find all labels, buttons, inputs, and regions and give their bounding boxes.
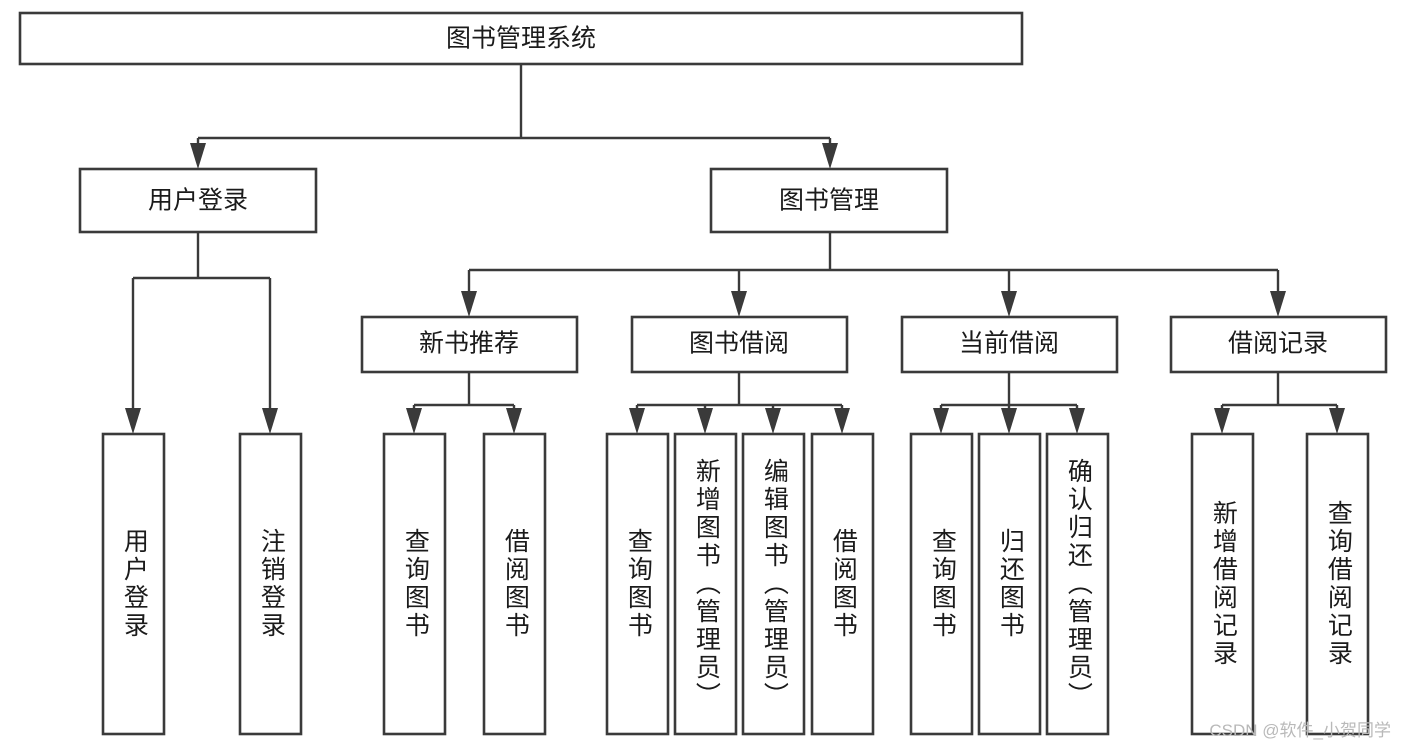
node-leaf-return-book-label: 归还图书 bbox=[996, 528, 1025, 640]
node-leaf-query-book-2[interactable]: 查询图书 bbox=[605, 432, 670, 736]
node-leaf-query-book-1-label: 查询图书 bbox=[401, 528, 430, 640]
arrow-to-new-book-recommend bbox=[461, 291, 477, 317]
node-leaf-confirm-return-box[interactable] bbox=[1045, 432, 1110, 736]
node-leaf-borrow-book-1-label: 借阅图书 bbox=[501, 528, 530, 640]
node-new-book-recommend-box[interactable] bbox=[360, 315, 579, 374]
node-leaf-user-logout-label: 注销登录 bbox=[257, 528, 286, 640]
node-leaf-query-book-1[interactable]: 查询图书 bbox=[382, 432, 447, 736]
node-leaf-add-record-box[interactable] bbox=[1190, 432, 1255, 736]
arrow-to-leaf-query-book-2 bbox=[629, 408, 645, 434]
node-user-login-label: 用户登录 bbox=[148, 187, 248, 215]
node-root-box[interactable] bbox=[18, 11, 1024, 66]
node-user-login[interactable]: 用户登录 bbox=[78, 167, 318, 234]
arrow-to-leaf-borrow-book-2 bbox=[834, 408, 850, 434]
node-current-borrow[interactable]: 当前借阅 bbox=[900, 315, 1119, 374]
node-current-borrow-box[interactable] bbox=[900, 315, 1119, 374]
node-leaf-confirm-return-label: 确认归还（管理员） bbox=[1064, 458, 1093, 710]
node-user-login-box[interactable] bbox=[78, 167, 318, 234]
arrow-root-to-book-manage bbox=[822, 143, 838, 169]
node-leaf-return-book-box[interactable] bbox=[977, 432, 1042, 736]
node-leaf-user-logout-box[interactable] bbox=[238, 432, 303, 736]
arrow-to-leaf-query-book-1 bbox=[406, 408, 422, 434]
node-leaf-query-record[interactable]: 查询借阅记录 bbox=[1305, 432, 1370, 736]
node-leaf-add-book-label: 新增图书（管理员） bbox=[692, 458, 721, 710]
node-leaf-edit-book-label: 编辑图书（管理员） bbox=[760, 458, 789, 710]
node-leaf-query-book-3-label: 查询图书 bbox=[928, 528, 957, 640]
node-current-borrow-label: 当前借阅 bbox=[959, 330, 1059, 358]
arrow-to-leaf-borrow-book-1 bbox=[506, 408, 522, 434]
node-leaf-add-record[interactable]: 新增借阅记录 bbox=[1190, 432, 1255, 736]
arrow-to-leaf-query-record bbox=[1329, 408, 1345, 434]
arrow-to-borrow-record bbox=[1270, 291, 1286, 317]
node-borrow-record[interactable]: 借阅记录 bbox=[1169, 315, 1388, 374]
node-leaf-query-book-3-box[interactable] bbox=[909, 432, 974, 736]
arrow-to-leaf-add-record bbox=[1214, 408, 1230, 434]
arrow-to-leaf-user-login bbox=[125, 408, 141, 434]
node-book-borrow-box[interactable] bbox=[630, 315, 849, 374]
node-leaf-query-record-label: 查询借阅记录 bbox=[1324, 500, 1353, 668]
node-leaf-query-book-3[interactable]: 查询图书 bbox=[909, 432, 974, 736]
node-leaf-query-record-box[interactable] bbox=[1305, 432, 1370, 736]
arrow-root-to-user-login bbox=[190, 143, 206, 169]
connector-layer bbox=[125, 64, 1345, 434]
node-leaf-user-login-label: 用户登录 bbox=[120, 528, 149, 640]
csdn-watermark: CSDN @软件_小贺同学 bbox=[1209, 721, 1391, 740]
node-leaf-borrow-book-1-box[interactable] bbox=[482, 432, 547, 736]
node-root[interactable]: 图书管理系统 bbox=[18, 11, 1024, 66]
node-new-book-recommend[interactable]: 新书推荐 bbox=[360, 315, 579, 374]
node-borrow-record-label: 借阅记录 bbox=[1228, 330, 1328, 358]
arrow-to-leaf-user-logout bbox=[262, 408, 278, 434]
arrow-to-leaf-return-book bbox=[1001, 408, 1017, 434]
node-leaf-user-login[interactable]: 用户登录 bbox=[101, 432, 166, 736]
node-book-manage-label: 图书管理 bbox=[779, 187, 879, 215]
node-leaf-edit-book[interactable]: 编辑图书（管理员） bbox=[741, 432, 806, 736]
node-root-label: 图书管理系统 bbox=[446, 25, 596, 53]
arrow-to-leaf-edit-book bbox=[765, 408, 781, 434]
node-leaf-borrow-book-2-box[interactable] bbox=[810, 432, 875, 736]
node-book-manage[interactable]: 图书管理 bbox=[709, 167, 949, 234]
node-book-borrow-label: 图书借阅 bbox=[689, 330, 789, 358]
arrow-to-leaf-add-book bbox=[697, 408, 713, 434]
node-leaf-confirm-return[interactable]: 确认归还（管理员） bbox=[1045, 432, 1110, 736]
node-leaf-add-book-box[interactable] bbox=[673, 432, 738, 736]
node-leaf-add-book[interactable]: 新增图书（管理员） bbox=[673, 432, 738, 736]
node-borrow-record-box[interactable] bbox=[1169, 315, 1388, 374]
node-leaf-add-record-label: 新增借阅记录 bbox=[1209, 500, 1238, 668]
node-new-book-recommend-label: 新书推荐 bbox=[419, 330, 519, 358]
node-leaf-query-book-1-box[interactable] bbox=[382, 432, 447, 736]
arrow-to-leaf-confirm-return bbox=[1069, 408, 1085, 434]
node-leaf-query-book-2-label: 查询图书 bbox=[624, 528, 653, 640]
node-book-manage-box[interactable] bbox=[709, 167, 949, 234]
arrow-to-book-borrow bbox=[731, 291, 747, 317]
node-book-borrow[interactable]: 图书借阅 bbox=[630, 315, 849, 374]
node-leaf-borrow-book-2[interactable]: 借阅图书 bbox=[810, 432, 875, 736]
node-leaf-user-logout[interactable]: 注销登录 bbox=[238, 432, 303, 736]
arrow-to-leaf-query-book-3 bbox=[933, 408, 949, 434]
node-leaf-query-book-2-box[interactable] bbox=[605, 432, 670, 736]
node-leaf-borrow-book-1[interactable]: 借阅图书 bbox=[482, 432, 547, 736]
node-leaf-edit-book-box[interactable] bbox=[741, 432, 806, 736]
node-leaf-borrow-book-2-label: 借阅图书 bbox=[829, 528, 858, 640]
node-leaf-user-login-box[interactable] bbox=[101, 432, 166, 736]
arrow-to-current-borrow bbox=[1001, 291, 1017, 317]
node-leaf-return-book[interactable]: 归还图书 bbox=[977, 432, 1042, 736]
